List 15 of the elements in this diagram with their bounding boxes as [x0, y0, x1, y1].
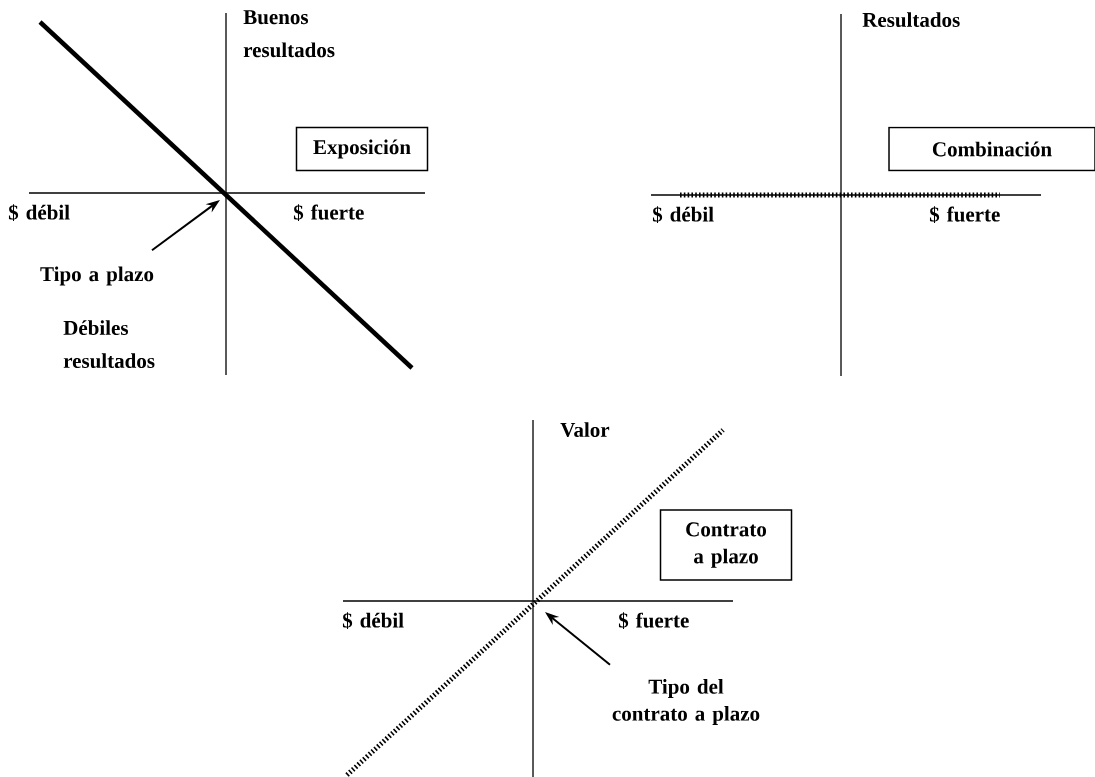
axis-label: $ débil — [8, 204, 70, 221]
axis-label: $ fuerte — [293, 204, 364, 221]
callout-text: Tipo del contrato a plazo — [612, 679, 760, 726]
axis-label: $ fuerte — [929, 206, 1000, 223]
axis-label: Buenos resultados — [243, 10, 335, 58]
axis-label: Débiles resultados — [63, 320, 155, 369]
callout-text: Tipo a plazo — [40, 266, 154, 286]
axis-label: $ débil — [342, 612, 404, 629]
label-box: Combinación — [888, 126, 1095, 172]
axis-label: $ fuerte — [618, 612, 689, 629]
axis-label: $ débil — [652, 206, 714, 223]
label-box: Exposición — [295, 126, 429, 172]
label-box: Contrato a plazo — [659, 509, 793, 581]
axis-label: Valor — [560, 422, 610, 438]
axis-label: Resultados — [862, 12, 960, 27]
